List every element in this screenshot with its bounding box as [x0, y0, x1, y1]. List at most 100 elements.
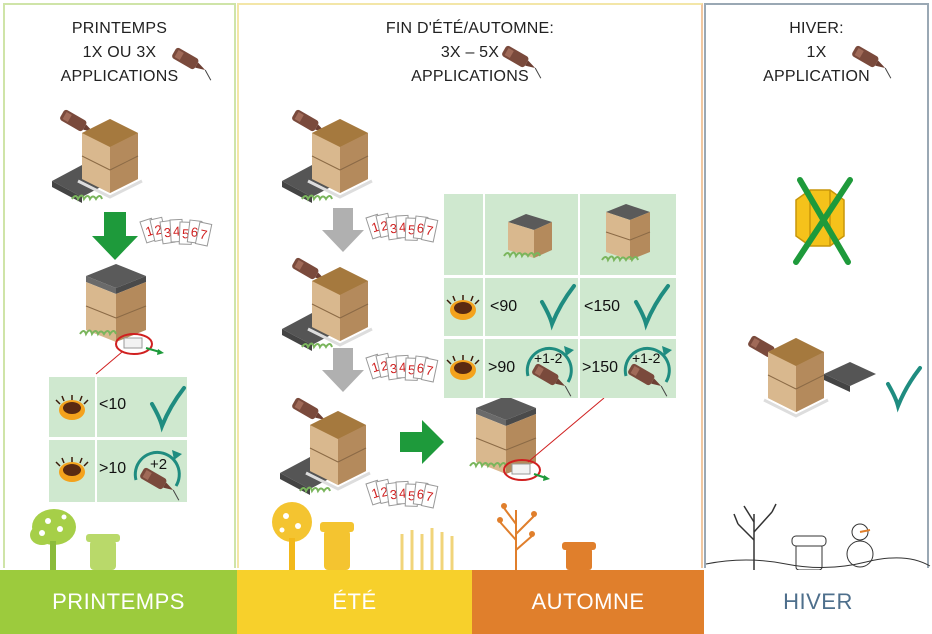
spring-title-line2: 1X OU 3X: [82, 44, 157, 61]
autumn-tree-icon: [497, 503, 537, 570]
spring-row2-value: >10: [99, 460, 127, 477]
season-spring: PRINTEMPS: [0, 570, 237, 634]
varroa-mite-icon: [55, 456, 89, 483]
season-winter: HIVER: [704, 570, 932, 634]
arrow-down-icon: [92, 212, 138, 260]
summer-autumn-title: FIN D'ÉTÉ/AUTOMNE: 3X – 5X APPLICATIONS: [239, 17, 701, 89]
calendar-page: 7: [420, 357, 439, 383]
calendar-digit: 6: [416, 486, 425, 502]
calendar-page: 7: [194, 221, 213, 247]
winter-title-line3: APPLICATION: [763, 68, 870, 85]
spring-panel: PRINTEMPS 1X OU 3X APPLICATIONS: [3, 3, 236, 568]
varroa-mite-icon: [55, 394, 89, 421]
summer-autumn-title-line3: APPLICATIONS: [411, 68, 529, 85]
skep-hive-icon: [86, 534, 120, 570]
spring-title-line1: PRINTEMPS: [71, 20, 168, 37]
arrow-down-icon: [322, 208, 364, 252]
summer-autumn-title-line2: 3X – 5X: [440, 44, 500, 61]
calendar-digit: 4: [173, 223, 181, 238]
autumn-r2c2: >150: [582, 359, 619, 376]
calendar-digit: 3: [389, 361, 398, 377]
season-autumn: AUTOMNE: [472, 570, 704, 634]
calendar-digit: 6: [190, 224, 199, 240]
calendar-digit: 2: [379, 484, 389, 500]
crossed-brood-icon: [793, 177, 853, 265]
syringe-icon: [850, 44, 898, 79]
beehive-small-icon: [503, 214, 552, 259]
syringe-icon: [500, 44, 548, 79]
beehive-icon: [50, 117, 144, 205]
calendar-digit: 3: [389, 487, 398, 503]
syringe-icon: [626, 362, 674, 397]
arrow-down-icon: [322, 348, 364, 392]
check-icon: [540, 284, 576, 326]
beehive-icon: [280, 265, 374, 353]
autumn-extra-dose-2: +1-2: [632, 350, 661, 366]
spring-title-line3: APPLICATIONS: [60, 68, 179, 85]
calendar-digit: 4: [399, 485, 407, 500]
tree-icon: [272, 502, 312, 570]
autumn-extra-dose-1: +1-2: [534, 350, 563, 366]
winter-ground: [705, 557, 931, 569]
bare-tree-icon: [733, 503, 777, 570]
magnifier-highlight: [503, 397, 605, 481]
calendar-digit: 5: [408, 488, 416, 503]
autumn-r2c1: >90: [488, 359, 516, 376]
spring-title: PRINTEMPS 1X OU 3X APPLICATIONS: [5, 17, 234, 89]
winter-title-line1: HIVER:: [789, 20, 844, 37]
calendar-digit: 6: [416, 220, 425, 236]
calendar-digit: 7: [198, 226, 208, 242]
syringe-icon: [170, 46, 218, 81]
calendar-digit: 4: [399, 359, 407, 374]
autumn-r1c2: <150: [584, 298, 621, 315]
winter-title-line2: 1X: [806, 44, 827, 61]
calendar-digit: 5: [408, 362, 416, 377]
calendar-digit: 6: [416, 360, 425, 376]
summer-autumn-panel: FIN D'ÉTÉ/AUTOMNE: 3X – 5X APPLICATIONS: [237, 3, 703, 568]
winter-title: HIVER: 1X APPLICATION: [706, 17, 927, 89]
calendar-digit: 2: [379, 218, 389, 234]
varroa-mite-icon: [446, 354, 480, 381]
syringe-icon: [138, 466, 186, 501]
calendar-digit: 3: [389, 221, 398, 237]
summer-autumn-title-line1: FIN D'ÉTÉ/AUTOMNE:: [385, 20, 555, 37]
calendar-digit: 1: [370, 359, 382, 376]
syringe-icon: [530, 362, 578, 397]
beehive-icon: [280, 117, 374, 205]
tree-icon: [30, 509, 76, 571]
calendar-page: 7: [420, 217, 439, 243]
calendar-digit: 5: [182, 226, 190, 241]
autumn-r1c1: <90: [490, 298, 518, 315]
spring-extra-dose: +2: [150, 455, 168, 473]
calendar-digit: 2: [379, 358, 389, 374]
spring-row1-value: <10: [99, 396, 127, 413]
winter-panel: HIVER: 1X APPLICATION: [704, 3, 929, 568]
calendar-digit: 2: [153, 222, 163, 238]
check-icon: [634, 284, 670, 326]
calendar-digit: 4: [399, 219, 407, 234]
check-icon: [886, 366, 922, 408]
beehive-icon: [763, 338, 876, 418]
arrow-right-icon: [400, 420, 444, 464]
calendar-digit: 1: [370, 485, 382, 502]
calendar-digit: 7: [424, 222, 434, 238]
snowman-icon: [846, 523, 874, 568]
season-summer: ÉTÉ: [237, 570, 472, 634]
calendar-digit: 3: [163, 225, 172, 241]
skep-hive-icon: [562, 542, 596, 570]
wheat-icon: [400, 528, 454, 570]
beehive-tall-icon: [601, 204, 651, 263]
calendar-page: 7: [420, 483, 439, 509]
calendar-digit: 5: [408, 222, 416, 237]
calendar-digit: 1: [370, 219, 382, 236]
magnifier-highlight: [95, 333, 164, 375]
check-icon: [150, 386, 186, 428]
calendar-digit: 7: [424, 488, 434, 504]
varroa-mite-icon: [446, 294, 480, 321]
snowy-hive-icon: [791, 535, 827, 571]
calendar-digit: 7: [424, 362, 434, 378]
skep-hive-icon: [320, 522, 354, 570]
